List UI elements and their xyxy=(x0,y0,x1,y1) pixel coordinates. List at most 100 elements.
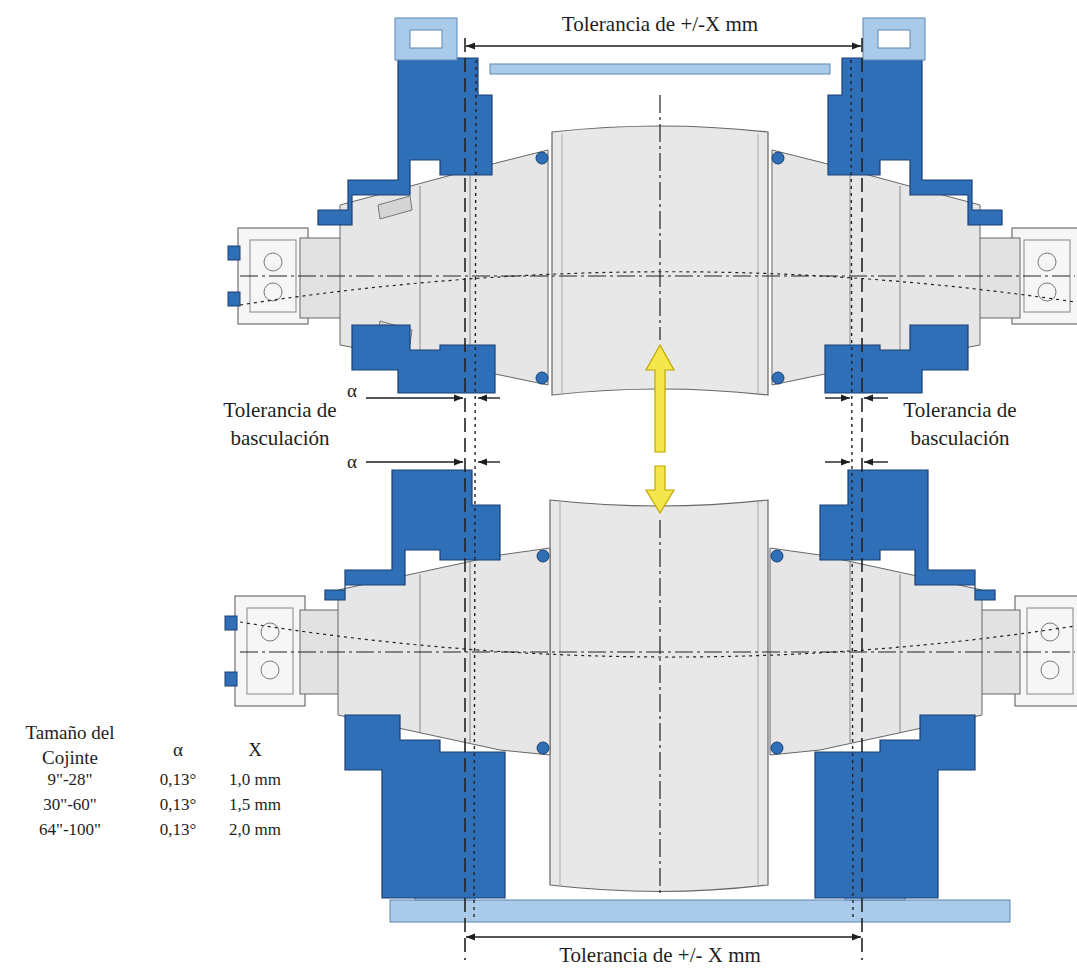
tolerance-label: Tolerancia de basculación xyxy=(210,396,350,452)
top-chock-assembly xyxy=(878,30,910,48)
bottom-chock-assembly xyxy=(537,742,549,754)
dimension-arrow xyxy=(478,461,500,462)
base-plate xyxy=(390,900,1010,922)
bottom-chock-assembly xyxy=(770,470,1077,898)
bottom-chock-assembly xyxy=(1015,596,1077,706)
top-chock-assembly xyxy=(228,246,240,260)
reference-line xyxy=(465,38,862,960)
bottom-chock-assembly xyxy=(820,470,995,600)
dimension-arrow xyxy=(478,397,500,398)
top-chock-assembly xyxy=(228,292,240,306)
roll-body xyxy=(550,126,768,892)
axis-line xyxy=(659,520,660,895)
dimension-arrow xyxy=(366,461,463,462)
bottom-chock-assembly xyxy=(537,550,549,562)
top-chock-assembly xyxy=(900,186,901,360)
bottom-chock-assembly xyxy=(470,562,471,744)
top-chock-assembly xyxy=(318,58,492,225)
bottom-chock-assembly xyxy=(247,608,293,694)
table-cell: 9"-28" xyxy=(20,768,120,792)
top-chock-assembly xyxy=(828,58,1002,225)
top-chock-assembly xyxy=(264,253,282,271)
connecting-bar xyxy=(490,64,830,74)
bottom-chock-assembly xyxy=(235,596,305,706)
dimension-arrow xyxy=(825,461,850,462)
angle-symbol: α xyxy=(341,380,363,402)
table-cell: 1,0 mm xyxy=(215,768,295,792)
bottom-chock-assembly xyxy=(225,616,237,630)
table-cell: 30"-60" xyxy=(20,793,120,817)
top-chock-assembly xyxy=(863,18,925,60)
table-cell: 1,5 mm xyxy=(215,793,295,817)
reference-line xyxy=(474,60,476,920)
top-chock-assembly xyxy=(228,18,548,393)
reference-line xyxy=(851,60,853,920)
bottom-chock-assembly xyxy=(850,562,851,744)
bottom-chock-assembly xyxy=(261,661,279,679)
dimension-arrow xyxy=(864,461,888,462)
top-chock-assembly xyxy=(410,30,442,48)
dimension-label: Tolerancia de +/- X mm xyxy=(500,942,820,968)
bottom-chock-assembly xyxy=(771,550,783,562)
bottom-chock-assembly xyxy=(900,574,901,732)
bottom-chock-assembly xyxy=(420,574,421,732)
roll-body xyxy=(758,502,759,886)
top-chock-assembly xyxy=(264,283,282,301)
table-cell: 64"-100" xyxy=(20,818,120,842)
axis-line xyxy=(659,95,660,340)
table-cell: 0,13° xyxy=(143,818,213,842)
bottom-chock-assembly xyxy=(771,742,783,754)
axis-line xyxy=(240,95,1075,895)
angle-symbol: α xyxy=(341,451,363,473)
top-chock-assembly xyxy=(850,172,851,370)
axis-line xyxy=(240,275,1075,276)
top-chock-assembly xyxy=(378,196,412,219)
bottom-chock-assembly xyxy=(1041,661,1059,679)
roll-body xyxy=(550,500,768,892)
top-chock-assembly xyxy=(420,186,421,360)
reference-line xyxy=(464,38,466,960)
bottom-chock-assembly xyxy=(1027,608,1073,694)
dimension-arrow xyxy=(466,45,861,46)
top-chock-assembly xyxy=(772,18,1077,393)
roll-body xyxy=(560,502,561,886)
top-chock-assembly xyxy=(1038,253,1056,271)
top-chock-assembly xyxy=(536,152,548,164)
top-chock-assembly xyxy=(1038,283,1056,301)
bottom-chock-assembly xyxy=(815,715,975,898)
dimension-label: Tolerancia de +/-X mm xyxy=(500,11,820,37)
force-arrow xyxy=(646,345,674,513)
roll-body xyxy=(562,134,563,393)
axis-line xyxy=(240,622,1075,657)
top-chock-assembly xyxy=(395,18,457,60)
bottom-chock-assembly xyxy=(345,715,505,898)
table-header: X xyxy=(235,737,275,762)
table-cell: 2,0 mm xyxy=(215,818,295,842)
roll-body xyxy=(758,134,759,393)
top-chock-assembly xyxy=(470,172,471,370)
dimension-arrow xyxy=(864,397,888,398)
table-header: Tamaño del Cojinte xyxy=(15,720,125,770)
dimension-arrow xyxy=(825,397,850,398)
top-chock-assembly xyxy=(772,152,784,164)
force-arrow xyxy=(646,345,674,452)
top-chock-assembly xyxy=(825,325,968,393)
axis-line xyxy=(240,272,1075,305)
dimension-arrow xyxy=(366,397,463,398)
top-chock-assembly xyxy=(772,372,784,384)
reference-line xyxy=(861,38,863,960)
table-cell: 0,13° xyxy=(143,768,213,792)
force-arrow xyxy=(646,466,674,513)
axis-line xyxy=(240,651,1075,652)
bottom-chock-assembly xyxy=(1041,623,1059,641)
bottom-chock-assembly xyxy=(325,470,500,600)
table-header: α xyxy=(158,737,198,762)
dimension-arrow xyxy=(366,46,888,937)
table-cell: 0,13° xyxy=(143,793,213,817)
bottom-chock-assembly xyxy=(225,672,237,686)
tolerance-label: Tolerancia de basculación xyxy=(890,396,1030,452)
top-chock-assembly xyxy=(536,372,548,384)
top-chock-assembly xyxy=(352,325,495,393)
dimension-arrow xyxy=(466,936,861,937)
